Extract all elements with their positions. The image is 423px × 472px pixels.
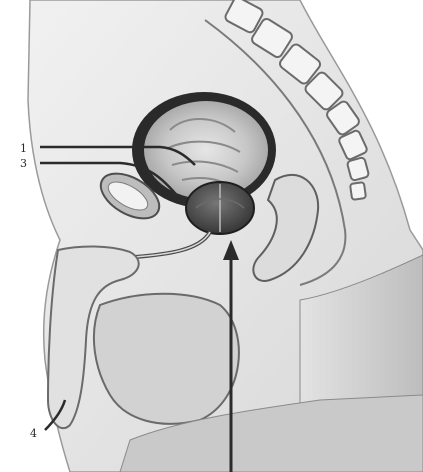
callout-3: 3 xyxy=(20,158,27,169)
callout-1: 1 xyxy=(20,143,27,154)
prostate xyxy=(186,182,254,234)
callout-4: 4 xyxy=(30,428,37,439)
